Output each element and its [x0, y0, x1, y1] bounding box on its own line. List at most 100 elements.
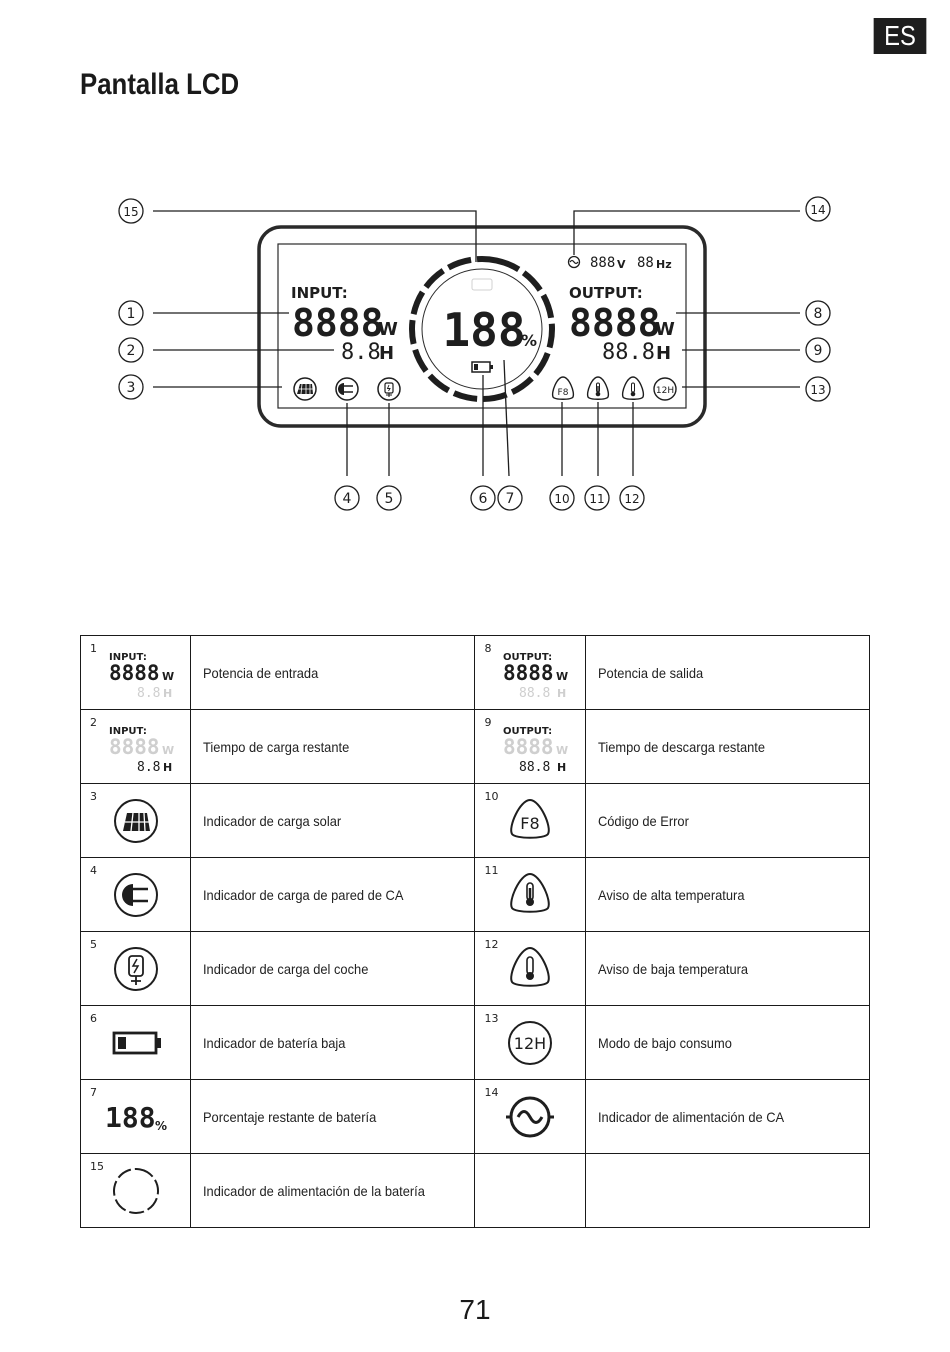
high-temperature-icon — [510, 872, 551, 913]
lcd-ac-frequency: 88 — [637, 255, 654, 271]
legend-icon-text: F8 — [521, 814, 540, 833]
legend-display-subunit: H — [163, 761, 172, 774]
low-power-mode-icon: 12H — [508, 1021, 553, 1065]
legend-description: Tiempo de descarga restante — [597, 738, 765, 755]
lcd-battery-percent-unit: % — [521, 331, 537, 350]
legend-description: Potencia de entrada — [203, 664, 319, 681]
legend-description: Aviso de baja temperatura — [597, 960, 748, 977]
legend-description: Indicador de carga de pared de CA — [203, 886, 404, 903]
legend-display-unit: W — [556, 744, 568, 757]
lcd-car-icon — [377, 377, 401, 401]
callout-15: 15 — [118, 198, 144, 224]
legend-description: Aviso de alta temperatura — [597, 886, 745, 903]
legend-display-unit: W — [162, 670, 174, 683]
callout-8-text: 8 — [814, 306, 823, 322]
table-row: 4 Indicador de carga de pared de CA 11 Av… — [79, 857, 871, 932]
legend-display-subvalue: 88.8 — [519, 760, 550, 775]
legend-display-label: INPUT: — [109, 652, 147, 663]
legend-description: Tiempo de carga restante — [203, 738, 350, 755]
legend-display-label: OUTPUT: — [503, 652, 552, 663]
legend-description: Indicador de alimentación de CA — [597, 1108, 784, 1125]
legend-icon-cell: 14 — [474, 1079, 586, 1154]
lcd-input-hours: 8.8 — [341, 340, 381, 365]
legend-description-cell: Potencia de salida — [584, 635, 871, 710]
callout-2-text: 2 — [127, 343, 136, 359]
legend-description-cell: Porcentaje restante de batería — [190, 1079, 476, 1154]
legend-index: 11 — [484, 864, 499, 877]
page-title: Pantalla LCD — [80, 68, 240, 101]
callout-6-text: 6 — [479, 491, 488, 507]
lcd-input-hours-unit: H — [379, 343, 394, 364]
callout-7: 7 — [497, 485, 523, 511]
lcd-low-temp-icon — [621, 376, 645, 400]
solar-panel-icon — [114, 799, 158, 843]
legend-description: Potencia de salida — [597, 664, 703, 681]
callout-8: 8 — [805, 300, 831, 326]
callout-3: 3 — [118, 374, 144, 400]
legend-display-subvalue: 8.8 — [137, 760, 160, 775]
legend-display-subunit: H — [557, 687, 566, 700]
legend-display-value: 8888 — [503, 735, 554, 759]
language-tab: ES — [873, 18, 927, 54]
callout-10: 10 — [549, 485, 575, 511]
callout-11-text: 11 — [589, 492, 604, 506]
callout-9: 9 — [805, 337, 831, 363]
lcd-output-label: OUTPUT: — [569, 284, 643, 302]
legend-description-cell: Código de Error — [584, 783, 871, 858]
legend-description: Modo de bajo consumo — [597, 1034, 732, 1051]
legend-icon-cell — [474, 1153, 586, 1228]
legend-index: 7 — [90, 1086, 97, 1099]
legend-display-value: 8888 — [109, 735, 160, 759]
legend-index: 12 — [484, 938, 499, 951]
callout-1-text: 1 — [127, 306, 136, 322]
lcd-low-power-mode-text: 12H — [656, 386, 674, 396]
callout-12: 12 — [619, 485, 645, 511]
lcd-ac-plug-icon — [335, 377, 359, 401]
legend-icon-cell: 11 — [474, 857, 586, 932]
callout-14-text: 14 — [810, 203, 825, 217]
callout-2: 2 — [118, 337, 144, 363]
callout-7-text: 7 — [506, 491, 515, 507]
callout-13-text: 13 — [810, 383, 825, 397]
callout-badges: 15 14 1 2 3 8 9 13 4 5 6 7 10 11 12 — [118, 196, 831, 511]
legend-description-cell: Potencia de entrada — [190, 635, 476, 710]
legend-index: 8 — [484, 642, 492, 655]
legend-description-cell: Indicador de carga de pared de CA — [190, 857, 476, 932]
legend-description: Indicador de batería baja — [203, 1034, 346, 1051]
legend-description-cell: Modo de bajo consumo — [584, 1005, 871, 1080]
callout-12-text: 12 — [624, 492, 639, 506]
lcd-input-watts-unit: W — [378, 319, 398, 340]
ac-plug-icon — [114, 873, 158, 917]
callout-10-text: 10 — [554, 492, 569, 506]
legend-index: 4 — [90, 864, 97, 877]
callout-9-text: 9 — [814, 343, 823, 359]
lcd-input-watts: 8888 — [292, 301, 384, 345]
ac-output-icon — [506, 1096, 555, 1138]
callout-15-text: 15 — [123, 205, 138, 219]
lcd-low-battery-icon — [471, 361, 493, 373]
lcd-low-power-mode-icon: 12H — [653, 377, 677, 401]
legend-index: 9 — [484, 716, 492, 729]
legend-display-value: 8888 — [109, 661, 160, 685]
page-number: 71 — [459, 1294, 491, 1325]
lcd-ac-icon — [567, 255, 581, 269]
error-code-icon: F8 — [510, 798, 551, 839]
legend-display-subunit: H — [557, 761, 566, 774]
callout-11: 11 — [584, 485, 610, 511]
legend-index: 3 — [90, 790, 97, 803]
legend-icon-cell: 12 — [474, 931, 586, 1006]
legend-description: Indicador de carga solar — [203, 812, 342, 829]
legend-description-cell: Aviso de baja temperatura — [584, 931, 871, 1006]
lcd-ac-voltage: 888 — [590, 255, 615, 271]
lcd-error-code-text: F8 — [558, 388, 569, 398]
legend-display-subunit: H — [163, 687, 172, 700]
